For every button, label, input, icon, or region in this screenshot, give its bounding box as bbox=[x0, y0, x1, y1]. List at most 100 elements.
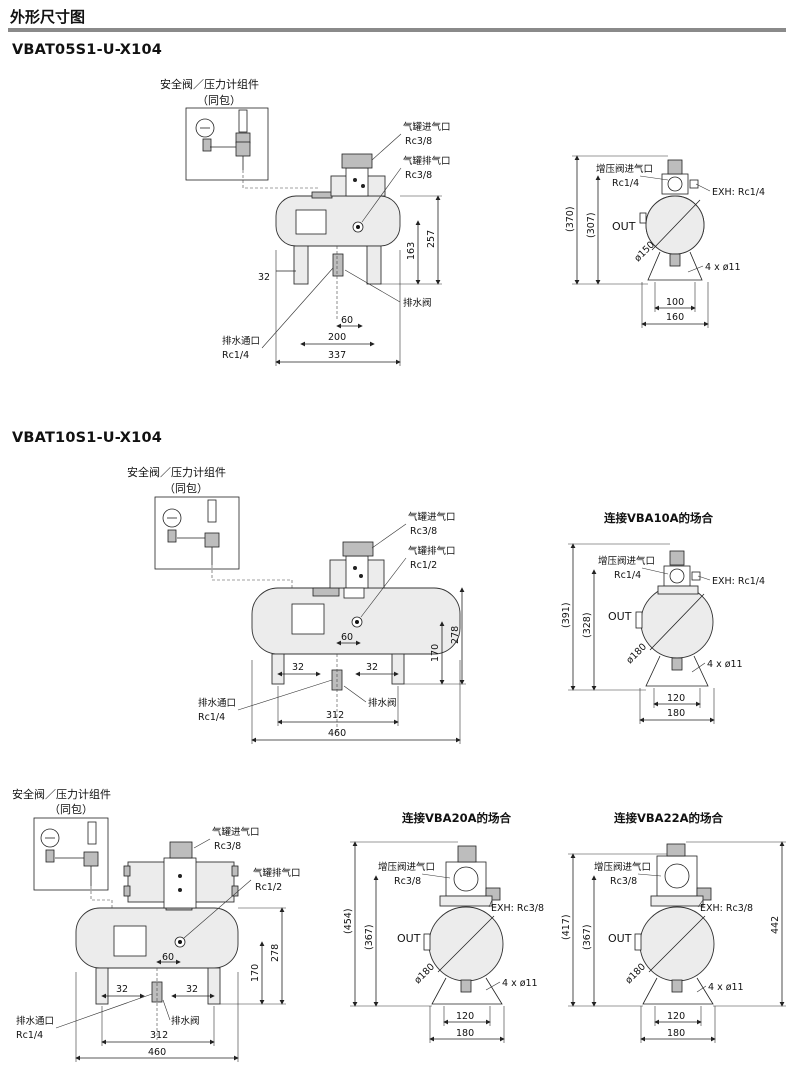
tank-leg bbox=[271, 653, 285, 685]
safety-valve-icon bbox=[87, 821, 97, 845]
port-tank-in: Rc3/8 bbox=[410, 526, 437, 537]
safety-kit-label: 安全阀／压力计组件 bbox=[12, 787, 111, 801]
dim-leg-32-right: 32 bbox=[366, 662, 378, 673]
front-view-section3: 安全阀／压力计组件 （同包） 气罐进气口 Rc3/8 气罐排气口 Rc1/2 bbox=[12, 787, 301, 1062]
label-drain-valve: 排水阀 bbox=[171, 1015, 200, 1027]
dim-170: 170 bbox=[430, 644, 441, 662]
dim-w2: 160 bbox=[666, 312, 684, 323]
side-valve-head bbox=[666, 843, 686, 857]
tank-body bbox=[275, 195, 401, 247]
dim-257: 257 bbox=[426, 230, 437, 248]
dim-leg-32-left: 32 bbox=[292, 662, 304, 673]
included-label: （同包） bbox=[197, 94, 241, 107]
dim-337: 337 bbox=[328, 350, 346, 361]
tank-leg bbox=[293, 245, 309, 285]
safety-kit-label: 安全阀／压力计组件 bbox=[127, 465, 226, 479]
port-drain: Rc1/4 bbox=[16, 1030, 43, 1041]
tank-body bbox=[75, 907, 239, 969]
side-caption: 连接VBA10A的场合 bbox=[604, 511, 713, 525]
safety-kit-box bbox=[185, 107, 269, 181]
model-title-vbat05: VBAT05S1-U-X104 bbox=[12, 42, 163, 58]
included-label: （同包） bbox=[164, 482, 208, 495]
safety-kit-label: 安全阀／压力计组件 bbox=[160, 77, 259, 91]
dim-w1: 120 bbox=[667, 693, 685, 704]
dim-60: 60 bbox=[162, 952, 174, 963]
side-view-vba22a: 连接VBA22A的场合 增压阀进气口 Rc3/8 EXH: Rc3/8 OUT … bbox=[561, 811, 786, 1043]
safety-kit-box bbox=[154, 496, 240, 570]
label-exh: EXH: Rc3/8 bbox=[700, 903, 753, 914]
port-tank-in: Rc3/8 bbox=[405, 136, 432, 147]
tank-leg bbox=[366, 245, 382, 285]
label-holes: 4 x ø11 bbox=[705, 262, 741, 273]
booster-valve-head bbox=[169, 841, 193, 859]
port-boost-in: Rc1/4 bbox=[612, 178, 639, 189]
front-view-vbat10: 安全阀／压力计组件 （同包） 气罐进气口 Rc3/8 气罐排气口 Rc1/2 6… bbox=[127, 465, 466, 744]
drain-valve-icon bbox=[151, 981, 163, 1003]
label-exh: EXH: Rc3/8 bbox=[491, 903, 544, 914]
label-holes: 4 x ø11 bbox=[708, 982, 744, 993]
side-view-vbat10: 连接VBA10A的场合 增压阀进气口 Rc1/4 EXH: Rc1/4 OUT … bbox=[561, 511, 765, 724]
dim-leg-32-right: 32 bbox=[186, 984, 198, 995]
side-valve-head bbox=[667, 159, 683, 175]
dim-h2: (367) bbox=[582, 924, 593, 950]
page-header: 外形尺寸图 bbox=[8, 4, 786, 34]
label-tank-in: 气罐进气口 bbox=[403, 121, 451, 133]
label-drain-port: 排水通口 bbox=[198, 697, 236, 709]
tank-leg bbox=[95, 967, 109, 1005]
port-tank-in: Rc3/8 bbox=[214, 841, 241, 852]
dim-h1: (417) bbox=[561, 914, 572, 940]
dim-170: 170 bbox=[250, 964, 261, 982]
label-out: OUT bbox=[612, 220, 636, 233]
dim-312: 312 bbox=[326, 710, 344, 721]
port-tank-out: Rc1/2 bbox=[255, 882, 282, 893]
safety-valve-icon bbox=[238, 109, 248, 133]
side-valve-head bbox=[669, 550, 685, 566]
dim-163: 163 bbox=[406, 242, 417, 260]
dim-w1: 120 bbox=[667, 1011, 685, 1022]
label-boost-in: 增压阀进气口 bbox=[596, 163, 653, 175]
dim-278: 278 bbox=[450, 626, 461, 644]
booster-valve-head bbox=[342, 541, 374, 557]
label-tank-in: 气罐进气口 bbox=[408, 511, 456, 523]
label-drain-valve: 排水阀 bbox=[403, 297, 432, 309]
side-valve-head bbox=[457, 845, 477, 863]
header-rule bbox=[8, 28, 786, 32]
label-exh: EXH: Rc1/4 bbox=[712, 187, 765, 198]
dim-diameter: ø180 bbox=[624, 641, 649, 666]
dim-h1: (454) bbox=[343, 908, 354, 934]
label-boost-in: 增压阀进气口 bbox=[598, 555, 655, 567]
front-view-vbat05: 安全阀／压力计组件 （同包） 气罐进气口 Rc3/8 气罐排气口 Rc3/8 3… bbox=[160, 77, 451, 366]
label-drain-port: 排水通口 bbox=[16, 1015, 54, 1027]
port-drain: Rc1/4 bbox=[198, 712, 225, 723]
label-boost-in: 增压阀进气口 bbox=[594, 861, 651, 873]
dim-460: 460 bbox=[148, 1047, 166, 1058]
label-exh: EXH: Rc1/4 bbox=[712, 576, 765, 587]
side-caption: 连接VBA20A的场合 bbox=[402, 811, 511, 825]
label-out: OUT bbox=[608, 610, 632, 623]
dim-312: 312 bbox=[150, 1030, 168, 1041]
dim-w1: 100 bbox=[666, 297, 684, 308]
dim-200: 200 bbox=[328, 332, 346, 343]
label-out: OUT bbox=[397, 932, 421, 945]
page-title: 外形尺寸图 bbox=[10, 8, 86, 26]
included-label: （同包） bbox=[49, 803, 93, 816]
dim-h2: (367) bbox=[364, 924, 375, 950]
label-tank-out: 气罐排气口 bbox=[408, 545, 456, 557]
dim-h2: (328) bbox=[582, 612, 593, 638]
port-boost-in: Rc3/8 bbox=[610, 876, 637, 887]
port-boost-in: Rc1/4 bbox=[614, 570, 641, 581]
side-view-vba20a: 连接VBA20A的场合 增压阀进气口 Rc3/8 EXH: Rc3/8 OUT … bbox=[343, 811, 544, 1043]
dim-h3: 442 bbox=[770, 916, 781, 934]
dim-60: 60 bbox=[341, 632, 353, 643]
dim-278: 278 bbox=[270, 944, 281, 962]
dim-w2: 180 bbox=[456, 1028, 474, 1039]
label-out: OUT bbox=[608, 932, 632, 945]
port-tank-out: Rc3/8 bbox=[405, 170, 432, 181]
dim-60: 60 bbox=[341, 315, 353, 326]
side-caption: 连接VBA22A的场合 bbox=[614, 811, 723, 825]
dim-460: 460 bbox=[328, 728, 346, 739]
dim-h2: (307) bbox=[586, 212, 597, 238]
dim-w2: 180 bbox=[667, 1028, 685, 1039]
side-view-vbat05: 增压阀进气口 Rc1/4 EXH: Rc1/4 OUT ø150 4 x ø11… bbox=[565, 155, 765, 328]
